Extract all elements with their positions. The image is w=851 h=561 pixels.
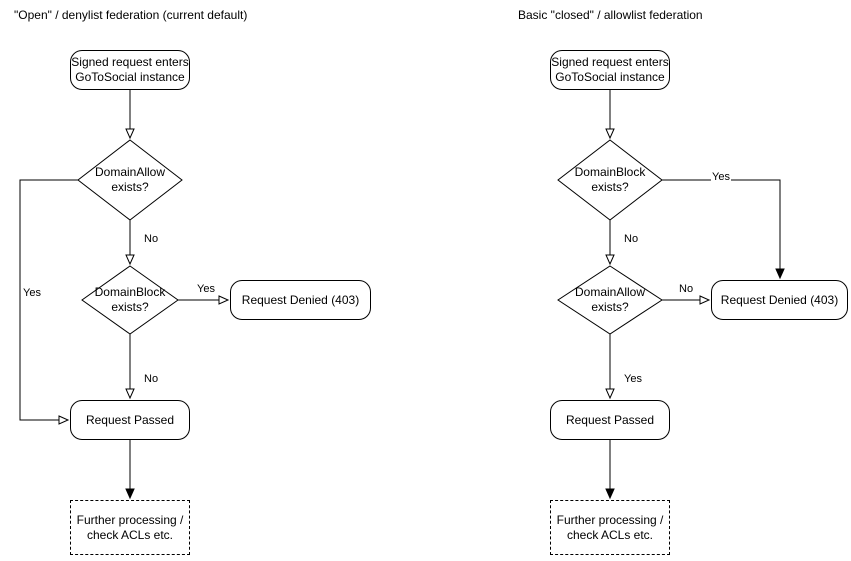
right-node-request-passed[interactable]: Request Passed <box>550 400 670 440</box>
left-diagram-title: "Open" / denylist federation (current de… <box>14 8 248 22</box>
left-edge-label-block-no: No <box>143 373 160 386</box>
right-node-signed-request-label: Signed request enters GoToSocial instanc… <box>551 55 669 84</box>
left-edge-label-allow-yes: Yes <box>22 287 42 300</box>
left-node-signed-request-label: Signed request enters GoToSocial instanc… <box>71 55 189 84</box>
left-node-request-passed-label: Request Passed <box>85 412 175 427</box>
right-node-request-denied-label: Request Denied (403) <box>720 292 839 307</box>
right-edge-label-block-no: No <box>623 233 640 246</box>
left-decision-domainblock-shape <box>81 265 179 335</box>
left-node-request-denied[interactable]: Request Denied (403) <box>230 280 371 320</box>
left-decision-domainallow-shape <box>77 139 183 221</box>
right-node-request-denied[interactable]: Request Denied (403) <box>711 280 848 320</box>
left-node-request-passed[interactable]: Request Passed <box>70 400 190 440</box>
right-node-signed-request[interactable]: Signed request enters GoToSocial instanc… <box>550 50 670 90</box>
right-diagram-title: Basic "closed" / allowlist federation <box>518 8 703 22</box>
right-node-further-processing[interactable]: Further processing / check ACLs etc. <box>550 500 670 555</box>
right-node-further-processing-label: Further processing / check ACLs etc. <box>556 512 664 542</box>
right-decision-domainallow-shape <box>557 265 663 335</box>
right-edge-label-allow-yes: Yes <box>623 373 643 386</box>
right-node-request-passed-label: Request Passed <box>565 412 655 427</box>
left-node-further-processing[interactable]: Further processing / check ACLs etc. <box>70 500 190 555</box>
left-node-further-processing-label: Further processing / check ACLs etc. <box>76 512 184 542</box>
left-edge-allow-yes-to-passed <box>19 179 78 425</box>
left-node-signed-request[interactable]: Signed request enters GoToSocial instanc… <box>70 50 190 90</box>
left-node-request-denied-label: Request Denied (403) <box>241 292 360 307</box>
right-edge-block-yes-to-denied <box>662 179 785 280</box>
right-edge-label-allow-no: No <box>678 283 695 296</box>
left-edge-label-allow-no: No <box>143 233 160 246</box>
right-edge-label-block-yes: Yes <box>711 171 731 184</box>
right-decision-domainblock-shape <box>557 139 663 221</box>
left-edge-label-block-yes: Yes <box>196 283 216 296</box>
